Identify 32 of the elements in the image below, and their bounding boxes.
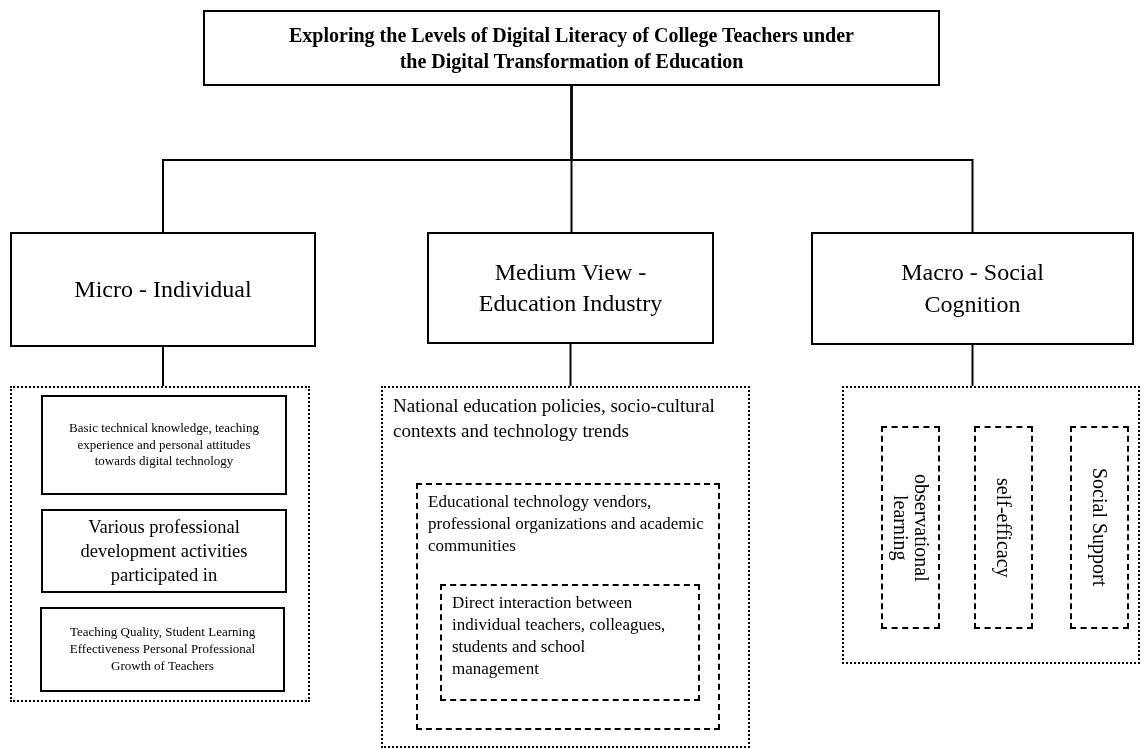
connector-line: [570, 85, 974, 233]
box-label: Teaching Quality, Student Learning Effectiveness Personal Professional Growth of Teachers: [68, 624, 257, 675]
dashed-group-box: [440, 584, 700, 701]
dashed-group-box: [974, 426, 1033, 629]
box-label: Exploring the Levels of Digital Literacy of College Teachers under the Digital Transformation of Education: [288, 23, 855, 74]
box-label: Social Support: [1089, 468, 1110, 587]
text-box: [41, 509, 287, 593]
box-label: National education policies, socio-cultural contexts and technology trends: [393, 394, 716, 443]
container-box: [842, 386, 1140, 664]
container-box: [10, 386, 310, 702]
box-label: Educational technology vendors, professional organizations and academic communities: [428, 491, 705, 558]
text-box: [811, 232, 1134, 345]
connector-line: [162, 346, 164, 387]
box-label: Various professional development activities participated in: [79, 515, 249, 588]
connector-line: [569, 343, 572, 387]
box-label: Micro - Individual: [73, 274, 253, 304]
dashed-group-box: [881, 426, 940, 629]
text-box: [41, 395, 287, 495]
box-label: Medium View - Education Industry: [477, 257, 664, 318]
text-box: [203, 10, 940, 86]
box-label: self-efficacy: [993, 477, 1014, 578]
box-label: observational learning: [889, 472, 932, 584]
text-box: [40, 607, 285, 692]
dashed-group-box: [1070, 426, 1129, 629]
connector-line: [971, 344, 974, 387]
box-label: Direct interaction between individual teachers, colleagues, students and school management: [452, 592, 667, 681]
dashed-group-box: [416, 483, 720, 730]
text-box: [427, 232, 714, 344]
box-label: Macro - Social Cognition: [900, 258, 1045, 319]
text-box: [10, 232, 316, 347]
dotted-group-box: [381, 386, 750, 748]
box-label: Basic technical knowledge, teaching experience and personal attitudes towards digital technology: [68, 419, 260, 471]
